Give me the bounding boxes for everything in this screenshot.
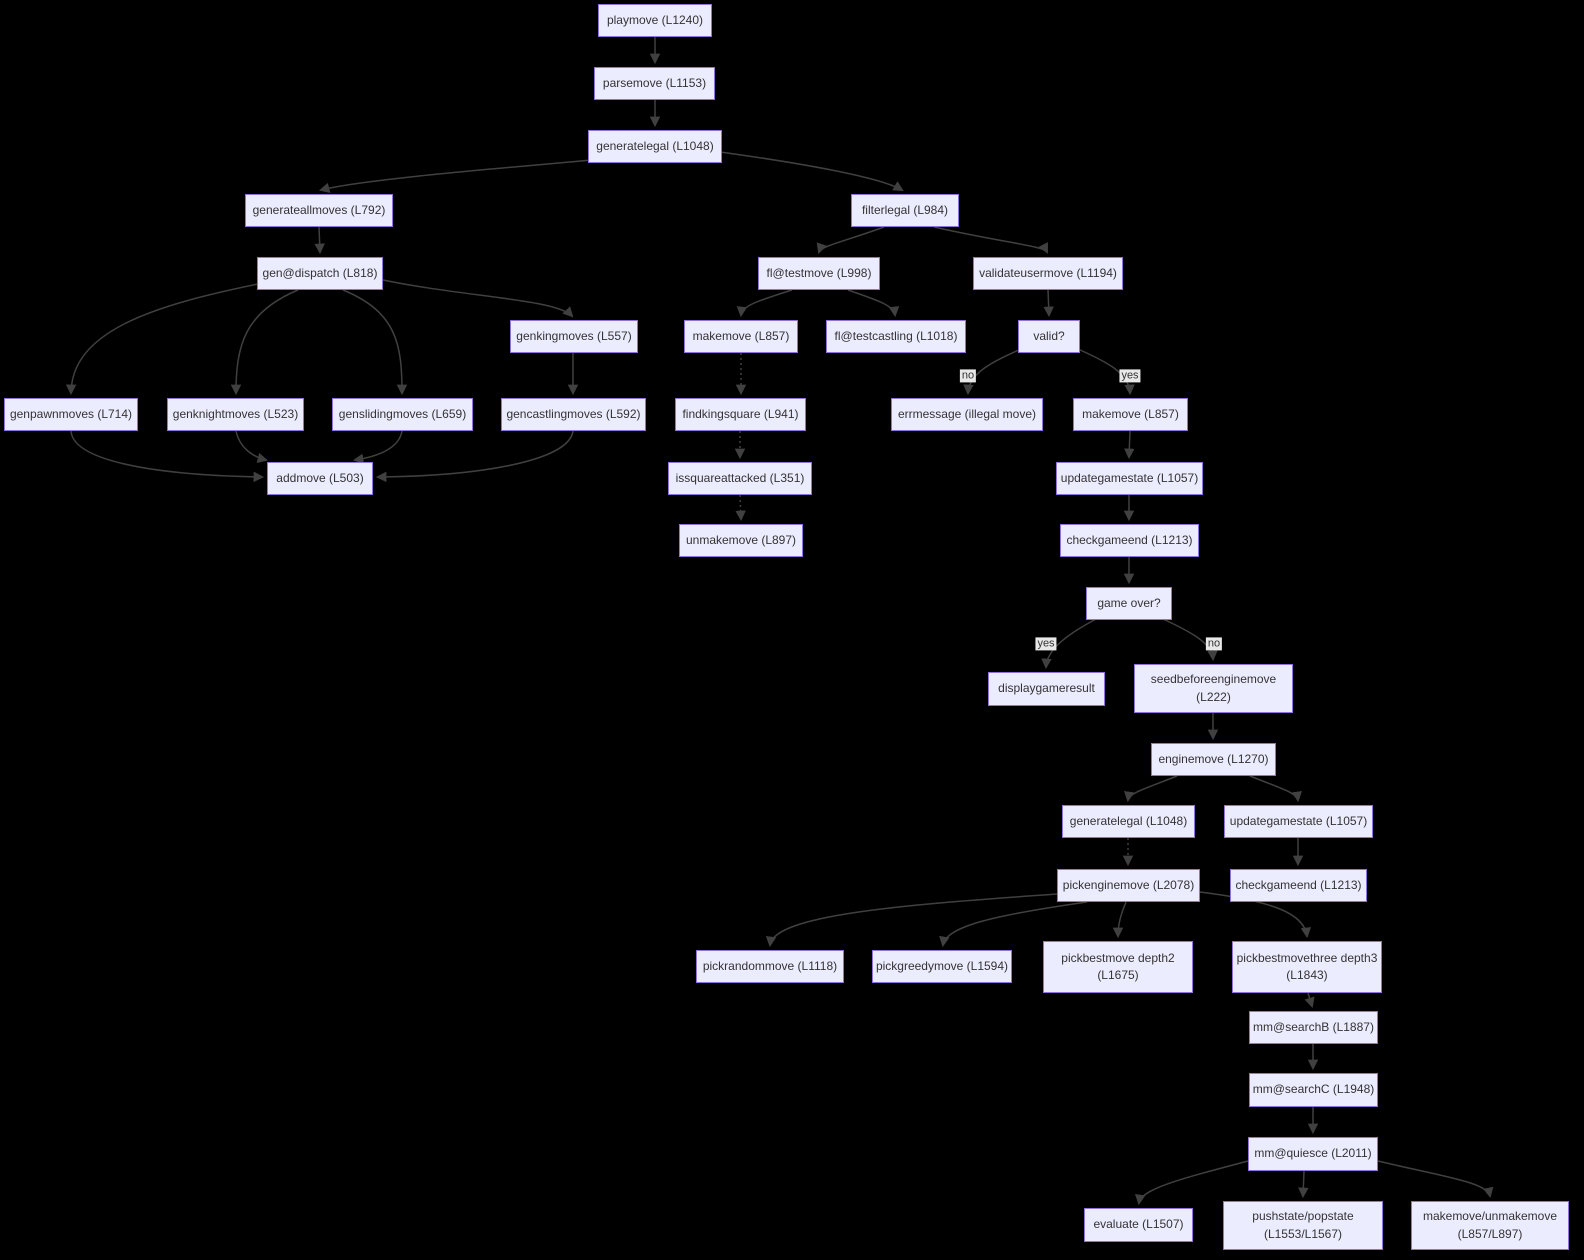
node-genkingmoves: genkingmoves (L557) [510,320,638,353]
edge-filterlegal-fltestmove [816,226,885,254]
edge-pickenginemove-pickgreedymove [939,901,1088,948]
node-pickbestmove-depth2: pickbestmove depth2 (L1675) [1043,941,1193,993]
edge-pickenginemove-pickbestmove3 [1199,891,1312,939]
edge-quiesce-makeunmake [1377,1160,1494,1199]
edge-gameover-displaygameresult [1041,618,1097,670]
edge-gendispatch-genslidingmoves [342,289,408,396]
node-checkgameend-engine: checkgameend (L1213) [1230,869,1367,902]
edge-generatelegal-filterlegal [719,151,904,192]
node-pushstate-popstate: pushstate/popstate (L1553/L1567) [1223,1201,1383,1250]
edge-valid-makemove [1077,348,1135,396]
edge-enginemove-updategamestate [1249,775,1302,803]
node-generateallmoves: generateallmoves (L792) [245,194,393,227]
edge-label-gameover-yes: yes [1035,637,1057,651]
edge-filterlegal-validateusermove [933,226,1048,254]
edge-quiesce-pushpop [1298,1170,1309,1199]
node-fl-testcastling: fl@testcastling (L1018) [826,320,966,353]
edge-pickbestmove3-searchB [1304,992,1315,1009]
node-filterlegal: filterlegal (L984) [851,194,959,227]
edge-generatelegal-generateallmoves [318,159,593,194]
node-pickrandommove: pickrandommove (L1118) [696,950,844,983]
edge-validateusermove-valid [1043,289,1054,318]
edge-genpawnmoves-addmove [70,430,265,483]
node-makemove-test: makemove (L857) [684,320,798,353]
node-displaygameresult: displaygameresult [988,672,1105,706]
node-genpawnmoves: genpawnmoves (L714) [4,398,138,431]
node-gameover-check: game over? [1086,587,1172,620]
node-seedbeforeenginemove: seedbeforeenginemove (L222) [1134,664,1293,713]
edge-label-gameover-no: no [1205,637,1223,651]
edge-quiesce-evaluate [1135,1160,1249,1206]
node-playmove: playmove (L1240) [598,4,712,37]
edge-label-valid-yes: yes [1119,369,1141,383]
node-pickbestmovethree-depth3: pickbestmovethree depth3 (L1843) [1232,941,1382,993]
edge-gendispatch-genkingmoves [382,279,574,318]
node-updategamestate-engine: updategamestate (L1057) [1224,805,1373,838]
edge-gendispatch-genpawnmoves [65,283,259,396]
node-generatelegal-engine: generatelegal (L1048) [1062,805,1195,838]
edge-valid-errmessage [963,348,1022,396]
node-gen-dispatch: gen@dispatch (L818) [257,257,383,290]
node-fl-testmove: fl@testmove (L998) [758,257,880,290]
node-checkgameend-user: checkgameend (L1213) [1060,524,1199,557]
node-errmessage: errmessage (illegal move) [891,398,1043,431]
node-findkingsquare: findkingsquare (L941) [675,398,806,431]
edge-pickenginemove-pickbestmove2 [1112,901,1127,939]
node-issquareattacked: issquareattacked (L351) [668,462,812,495]
node-gencastlingmoves: gencastlingmoves (L592) [501,398,646,431]
node-genknightmoves: genknightmoves (L523) [167,398,304,431]
node-generatelegal-main: generatelegal (L1048) [588,130,722,163]
edge-label-valid-no: no [959,369,977,383]
node-mm-searchB: mm@searchB (L1887) [1249,1011,1378,1044]
node-makemove-unmakemove: makemove/unmakemove (L857/L897) [1411,1201,1569,1250]
node-addmove: addmove (L503) [267,462,373,495]
edge-genknightmoves-addmove [235,430,269,464]
edge-fltestmove-makemove [736,289,793,318]
node-genslidingmoves: genslidingmoves (L659) [332,398,473,431]
node-unmakemove: unmakemove (L897) [679,524,803,557]
node-enginemove: enginemove (L1270) [1151,743,1276,776]
edge-fltestmove-fltestcastling [847,289,900,318]
node-makemove-user: makemove (L857) [1073,398,1188,431]
edge-gendispatch-genknightmoves [230,289,299,396]
node-mm-quiesce: mm@quiesce (L2011) [1248,1137,1378,1171]
node-mm-searchC: mm@searchC (L1948) [1249,1073,1378,1107]
edge-enginemove-generatelegal [1124,775,1178,803]
node-valid-check: valid? [1018,320,1080,353]
edge-generateallmoves-gendispatch [314,226,325,255]
edge-gencastlingmoves-addmove [375,430,574,483]
edge-pickenginemove-pickrandommove [765,893,1058,948]
node-validateusermove: validateusermove (L1194) [973,257,1123,290]
edge-gameover-seedbeforeenginemove [1162,618,1218,662]
node-updategamestate-user: updategamestate (L1057) [1056,462,1203,495]
node-pickenginemove: pickenginemove (L2078) [1057,869,1200,902]
node-pickgreedymove: pickgreedymove (L1594) [872,950,1012,983]
edge-makemove-updategamestate [1124,430,1135,460]
edge-genslidingmoves-addmove [352,430,403,465]
node-evaluate: evaluate (L1507) [1084,1208,1193,1242]
node-parsemove: parsemove (L1153) [594,67,715,100]
edge-issquareattacked-unmakemove [735,494,746,522]
